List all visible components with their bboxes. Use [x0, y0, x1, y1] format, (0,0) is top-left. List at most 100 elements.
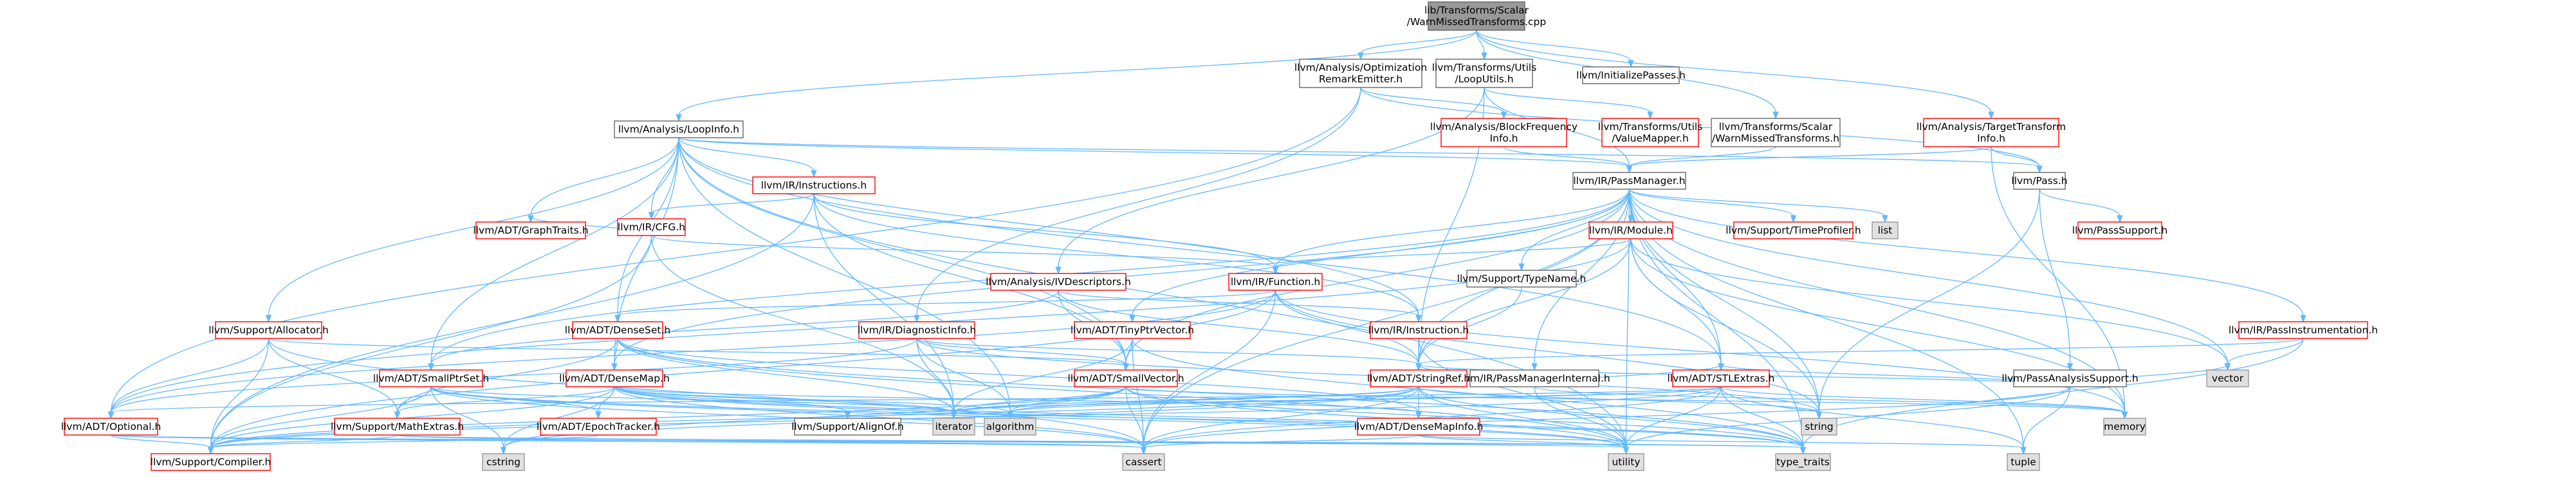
node-ivdescriptors[interactable]: llvm/Analysis/IVDescriptors.h — [986, 273, 1131, 291]
node-box — [614, 120, 744, 138]
node-box — [379, 369, 483, 387]
node-box — [752, 176, 876, 194]
node-box — [1074, 369, 1178, 387]
node-looputils[interactable]: llvm/Transforms/Utils/LoopUtils.h — [1432, 59, 1537, 88]
node-pmi[interactable]: llvm/IR/PassManagerInternal.h — [1458, 369, 1610, 387]
edge-pass_h-to-passsupport — [2039, 189, 2123, 223]
node-label: type_traits — [1776, 456, 1830, 468]
node-cassert: cassert — [1122, 453, 1165, 471]
node-cfg[interactable]: llvm/IR/CFG.h — [617, 218, 686, 236]
node-loopinfo[interactable]: llvm/Analysis/LoopInfo.h — [614, 120, 744, 138]
node-passmanager[interactable]: llvm/IR/PassManager.h — [1572, 172, 1686, 190]
node-label: llvm/Support/Allocator.h — [208, 324, 329, 336]
node-type_traits: type_traits — [1775, 453, 1831, 471]
node-warnmissed_h[interactable]: llvm/Transforms/Scalar/WarnMissedTransfo… — [1711, 118, 1841, 147]
node-box — [151, 453, 271, 471]
node-allocator[interactable]: llvm/Support/Allocator.h — [208, 321, 329, 339]
edge-diaginfo-to-stringref — [916, 338, 1422, 371]
node-stringref[interactable]: llvm/ADT/StringRef.h — [1367, 369, 1470, 387]
node-label: memory — [2104, 421, 2146, 432]
node-label: llvm/Analysis/LoopInfo.h — [618, 124, 739, 135]
node-epochtracker[interactable]: llvm/ADT/EpochTracker.h — [537, 418, 660, 436]
node-compiler[interactable]: llvm/Support/Compiler.h — [151, 453, 271, 471]
node-smallptrset[interactable]: llvm/ADT/SmallPtrSet.h — [373, 369, 489, 387]
node-root[interactable]: lib/Transforms/Scalar/WarnMissedTransfor… — [1407, 1, 1547, 31]
edge-passinstr-to-vector — [2224, 338, 2304, 371]
node-instruction[interactable]: llvm/IR/Instruction.h — [1368, 321, 1469, 339]
node-box — [334, 418, 461, 436]
edge-ivdescriptors-to-smallptrset — [428, 290, 1059, 371]
edge-instructions-to-iterator — [813, 193, 957, 420]
node-passinstr[interactable]: llvm/IR/PassInstrumentation.h — [2229, 321, 2378, 339]
edge-function-to-denseset — [614, 290, 1276, 323]
node-label: llvm/ADT/EpochTracker.h — [537, 421, 660, 432]
node-box — [1122, 453, 1165, 471]
node-label: llvm/Transforms/Utils — [1432, 62, 1537, 73]
node-box — [1923, 118, 2059, 147]
node-timeprofiler[interactable]: llvm/Support/TimeProfiler.h — [1725, 221, 1861, 239]
node-stlextras[interactable]: llvm/ADT/STLExtras.h — [1667, 369, 1775, 387]
edge-root-to-loopinfo — [676, 30, 1477, 122]
node-passanalysis[interactable]: llvm/PassAnalysisSupport.h — [2001, 369, 2139, 387]
node-mathextras[interactable]: llvm/Support/MathExtras.h — [331, 418, 464, 436]
node-smallvector[interactable]: llvm/ADT/SmallVector.h — [1067, 369, 1184, 387]
node-label: llvm/Support/AlignOf.h — [791, 421, 904, 432]
node-box — [1711, 118, 1841, 147]
edge-passmanager-to-list — [1628, 189, 1888, 223]
node-instructions[interactable]: llvm/IR/Instructions.h — [752, 176, 876, 194]
node-optremark[interactable]: llvm/Analysis/OptimizationRemarkEmitter.… — [1294, 59, 1427, 88]
node-label: llvm/Support/TypeName.h — [1457, 273, 1587, 284]
node-box — [1228, 273, 1323, 291]
node-label: llvm/IR/Instructions.h — [761, 180, 867, 191]
node-typename[interactable]: llvm/Support/TypeName.h — [1457, 270, 1587, 288]
node-label: cassert — [1125, 456, 1161, 468]
node-label: llvm/InitializePasses.h — [1576, 70, 1686, 81]
node-graphtraits[interactable]: llvm/ADT/GraphTraits.h — [473, 221, 589, 239]
node-function[interactable]: llvm/IR/Function.h — [1228, 273, 1323, 291]
node-label: llvm/ADT/DenseMap.h — [559, 373, 670, 384]
node-tinyptrvector[interactable]: llvm/ADT/TinyPtrVector.h — [1071, 321, 1194, 339]
node-box — [1466, 270, 1577, 288]
node-label: /LoopUtils.h — [1455, 73, 1513, 85]
node-diaginfo[interactable]: llvm/IR/DiagnosticInfo.h — [858, 321, 976, 339]
node-iterator: iterator — [932, 418, 975, 436]
node-pass_h[interactable]: llvm/Pass.h — [2011, 172, 2068, 190]
node-box — [1572, 172, 1686, 190]
node-vector: vector — [2206, 369, 2249, 387]
edge-root-to-targettransform — [1476, 30, 1994, 120]
edge-module-to-memory — [1630, 238, 2128, 420]
node-initpasses[interactable]: llvm/InitializePasses.h — [1576, 66, 1686, 84]
node-label: llvm/ADT/StringRef.h — [1367, 373, 1470, 384]
edge-passmanager-to-typename — [1518, 189, 1630, 272]
node-optional[interactable]: llvm/ADT/Optional.h — [61, 418, 161, 436]
node-label: llvm/Analysis/IVDescriptors.h — [986, 276, 1131, 288]
node-box — [2206, 369, 2249, 387]
node-box — [858, 321, 975, 339]
node-label: llvm/ADT/GraphTraits.h — [473, 225, 588, 236]
node-densemap[interactable]: llvm/ADT/DenseMap.h — [559, 369, 670, 387]
node-label: llvm/Analysis/Optimization — [1294, 62, 1427, 73]
node-box — [1469, 369, 1599, 387]
node-module[interactable]: llvm/IR/Module.h — [1588, 221, 1673, 239]
node-label: llvm/IR/Instruction.h — [1368, 324, 1469, 336]
node-box — [2103, 418, 2146, 436]
edge-smallptrset-to-cassert — [430, 386, 1147, 455]
edge-cfg-to-function — [650, 235, 1279, 275]
node-box — [1074, 321, 1191, 339]
node-valuemapper[interactable]: llvm/Transforms/Utils/ValueMapper.h — [1598, 118, 1703, 147]
node-aligof[interactable]: llvm/Support/AlignOf.h — [791, 418, 904, 436]
node-densemapinfo[interactable]: llvm/ADT/DenseMapInfo.h — [1354, 418, 1484, 436]
node-label: list — [1878, 225, 1893, 236]
node-label: llvm/Transforms/Scalar — [1719, 121, 1833, 133]
edge-root-to-optremark — [1357, 30, 1477, 60]
node-label: string — [1805, 421, 1834, 432]
node-denseset[interactable]: llvm/ADT/DenseSet.h — [565, 321, 670, 339]
node-box — [794, 418, 901, 436]
edge-smallptrset-to-mathextras — [394, 386, 432, 420]
node-label: llvm/ADT/DenseSet.h — [565, 324, 670, 336]
edge-passmanager-to-function — [1272, 189, 1630, 275]
node-passsupport[interactable]: llvm/PassSupport.h — [2072, 221, 2167, 239]
